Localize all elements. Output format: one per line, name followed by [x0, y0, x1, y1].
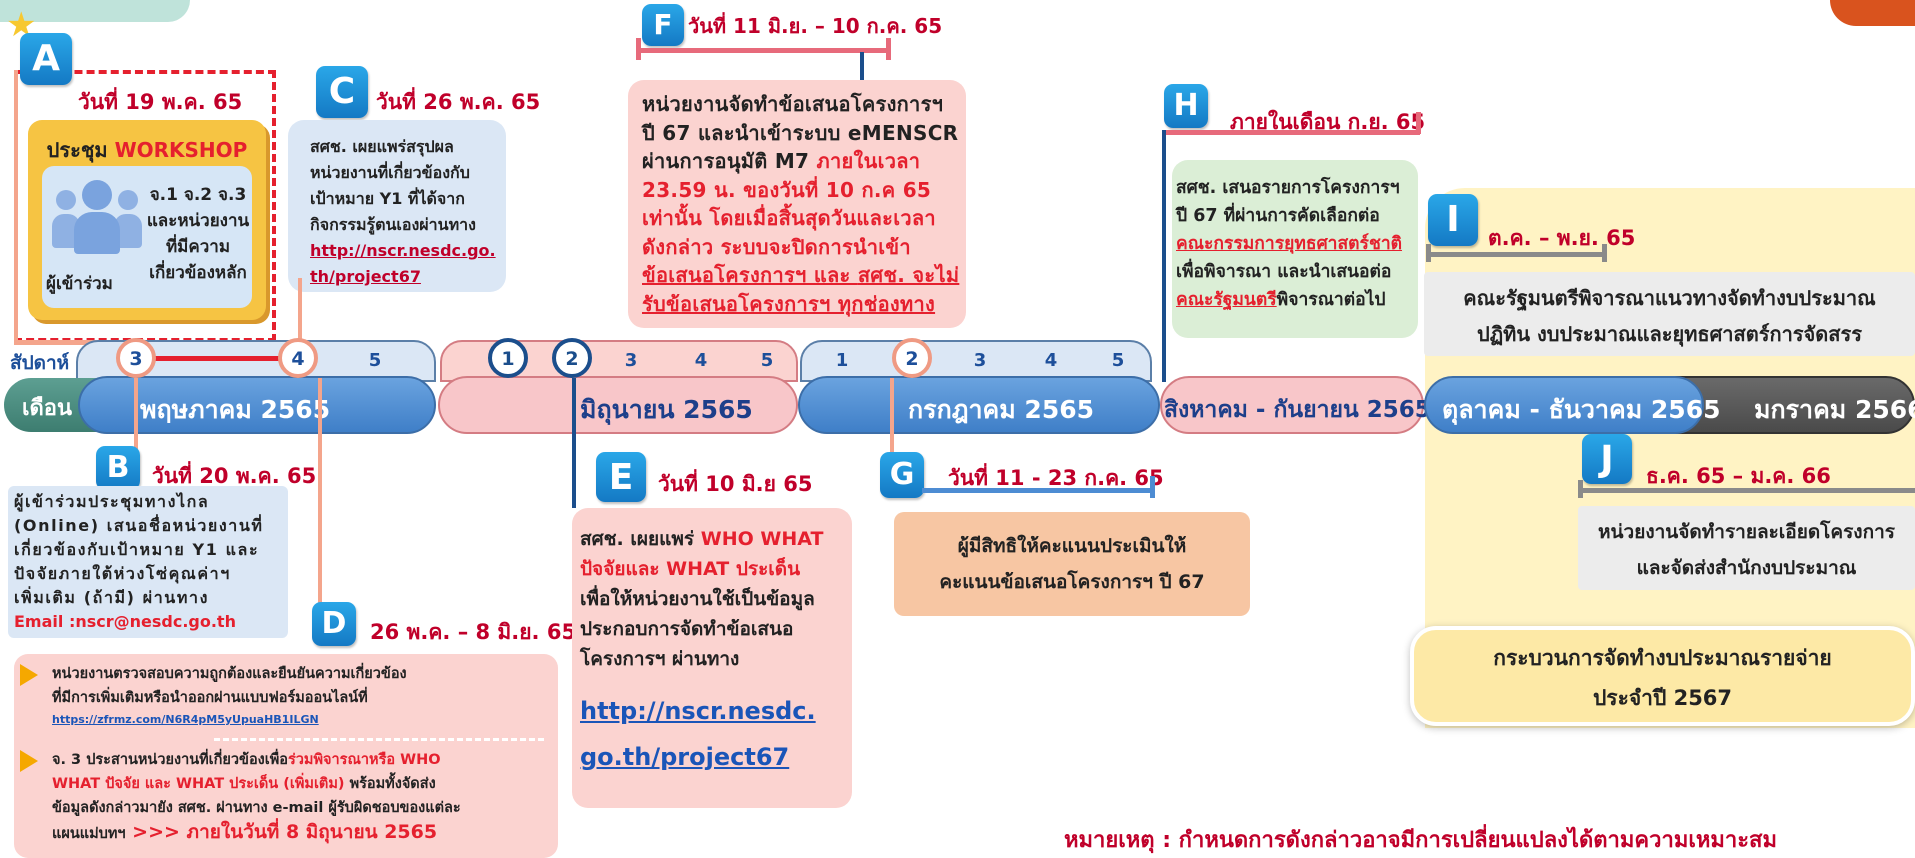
badge-c: C — [316, 66, 368, 118]
workshop-participants: ผู้เข้าร่วม — [46, 274, 113, 294]
badge-a: A — [20, 33, 72, 85]
connector-e — [572, 378, 576, 508]
badge-j: J — [1582, 434, 1632, 484]
week-jul-1: 1 — [835, 350, 849, 371]
week-jun-3: 3 — [624, 350, 638, 371]
range-j-start — [1578, 480, 1583, 498]
box-e-link[interactable]: http://nscr.nesdc.go.th/project67 — [580, 697, 816, 771]
connector-a — [14, 70, 18, 340]
bullet-1-icon — [20, 664, 38, 686]
date-f: วันที่ 11 มิ.ย. – 10 ก.ค. 65 — [688, 14, 943, 38]
week-may-4: 4 — [278, 338, 318, 378]
box-f: หน่วยงานจัดทำข้อเสนอโครงการฯ ปี 67 และนำ… — [628, 80, 966, 328]
people-icon — [52, 178, 144, 258]
box-d: หน่วยงานตรวจสอบความถูกต้องและยืนยันความเ… — [14, 654, 558, 858]
range-i-end — [1602, 244, 1607, 262]
badge-f: F — [642, 4, 684, 46]
badge-h: H — [1164, 84, 1208, 128]
week-jun-2: 2 — [552, 338, 592, 378]
box-h: สศช. เสนอรายการโครงการฯ ปี 67 ที่ผ่านการ… — [1172, 160, 1418, 338]
budget-process-box: กระบวนการจัดทำงบประมาณรายจ่ายประจำปี 256… — [1410, 626, 1915, 726]
range-f-start — [636, 38, 641, 60]
date-b: วันที่ 20 พ.ค. 65 — [152, 464, 317, 488]
week-may-5: 5 — [368, 350, 382, 371]
box-j: หน่วยงานจัดทำรายละเอียดโครงการและจัดส่งส… — [1578, 506, 1915, 590]
week-jun-5: 5 — [760, 350, 774, 371]
date-g: วันที่ 11 - 23 ก.ค. 65 — [948, 466, 1164, 490]
connector-a-bottom — [14, 340, 134, 345]
date-i: ต.ค. – พ.ย. 65 — [1488, 226, 1636, 250]
range-g-end — [1150, 476, 1155, 498]
footnote: หมายเหตุ : กำหนดการดังกล่าวอาจมีการเปลี่… — [1064, 828, 1777, 853]
connector-b — [134, 378, 138, 454]
date-d: 26 พ.ค. – 8 มิ.ย. 65 — [370, 620, 577, 644]
box-d-para-2: จ. 3 ประสานหน่วยงานที่เกี่ยวข้องเพื่อร่ว… — [52, 752, 461, 843]
box-e: สศช. เผยแพร่ WHO WHAT ปัจจัยและ WHAT ประ… — [572, 508, 852, 808]
box-d-para-1: หน่วยงานตรวจสอบความถูกต้องและยืนยันความเ… — [52, 662, 552, 730]
range-i-start — [1426, 244, 1431, 262]
range-h-end — [1416, 112, 1421, 134]
week-jul-3: 3 — [973, 350, 987, 371]
connector-f — [860, 52, 864, 82]
connector-h — [1162, 130, 1166, 382]
date-a: วันที่ 19 พ.ค. 65 — [78, 90, 243, 114]
box-d-form-link[interactable]: https://zfrmz.com/N6R4pM5yUpuaHB1ILGN — [52, 713, 319, 726]
month-oct-dec: ตุลาคม - ธันวาคม 2565 — [1424, 376, 1721, 434]
date-c: วันที่ 26 พ.ค. 65 — [376, 90, 541, 114]
week-jul-4: 4 — [1044, 350, 1058, 371]
date-e: วันที่ 10 มิ.ย 65 — [658, 472, 813, 496]
range-f-end — [886, 38, 891, 60]
badge-i: I — [1428, 194, 1478, 246]
week-label: สัปดาห์ — [10, 352, 70, 374]
box-b: ผู้เข้าร่วมประชุมทางไกล(Online) เสนอชื่อ… — [8, 486, 288, 638]
range-g — [922, 488, 1154, 493]
range-a-c — [140, 356, 290, 361]
badge-e: E — [596, 452, 646, 502]
box-b-email[interactable]: Email :nscr@nesdc.go.th — [14, 612, 236, 631]
workshop-title: ประชุม WORKSHOP — [46, 138, 248, 162]
month-jul: กรกฎาคม 2565 — [798, 376, 1160, 434]
week-jul-5: 5 — [1111, 350, 1125, 371]
box-g: ผู้มีสิทธิให้คะแนนประเมินให้คะแนนข้อเสนอ… — [894, 512, 1250, 616]
badge-d: D — [312, 602, 356, 646]
connector-d — [318, 378, 322, 628]
week-may-3: 3 — [116, 338, 156, 378]
box-d-divider — [214, 738, 544, 741]
connector-c — [298, 278, 302, 350]
range-h — [1164, 130, 1420, 135]
decor-top-right — [1830, 0, 1915, 26]
week-jun-4: 4 — [694, 350, 708, 371]
box-c: สศช. เผยแพร่สรุปผลหน่วยงานที่เกี่ยวข้องก… — [288, 120, 506, 292]
badge-g: G — [880, 452, 924, 498]
week-jun-1: 1 — [488, 338, 528, 378]
box-c-link[interactable]: http://nscr.nesdc.go.th/project67 — [310, 241, 496, 286]
month-label: เดือน — [22, 396, 73, 421]
range-i — [1426, 252, 1606, 257]
decor-top-left — [0, 0, 190, 22]
badge-b: B — [96, 446, 140, 490]
bullet-2-icon — [20, 750, 38, 772]
week-jul-2: 2 — [892, 338, 932, 378]
date-j: ธ.ค. 65 – ม.ค. 66 — [1646, 464, 1831, 488]
month-jun: มิถุนายน 2565 — [438, 376, 798, 434]
month-may: พฤษภาคม 2565 — [78, 376, 436, 434]
range-f — [636, 48, 890, 53]
connector-g — [890, 378, 894, 462]
box-i: คณะรัฐมนตรีพิจารณาแนวทางจัดทำงบประมาณปฏิ… — [1424, 272, 1915, 356]
range-j — [1578, 488, 1915, 493]
month-aug-sep: สิงหาคม - กันยายน 2565 — [1160, 376, 1431, 434]
